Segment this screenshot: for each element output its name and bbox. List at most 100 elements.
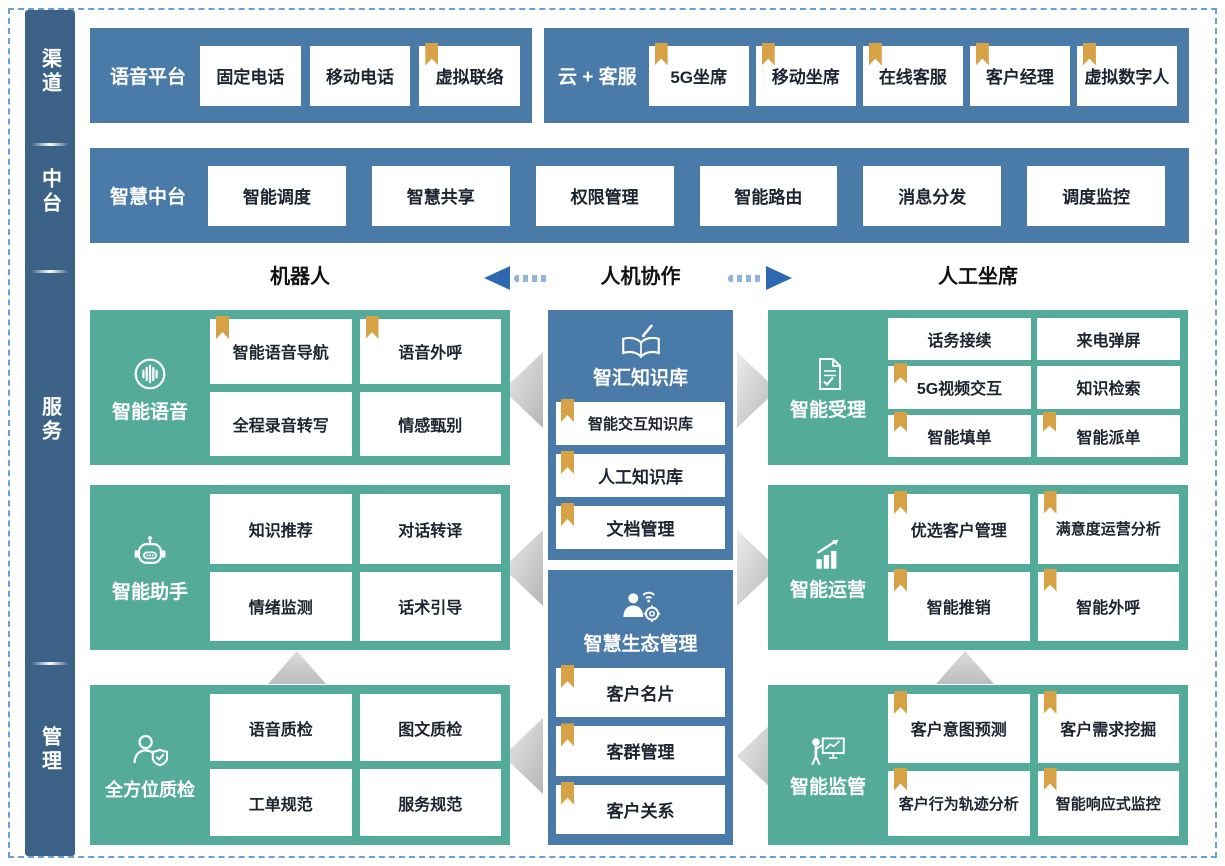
feature-label: 优选客户管理 <box>910 522 1007 540</box>
sidebar-item-middle: 中台 <box>38 168 61 216</box>
block-items: 话务接续 来电弹屏 5G视频交互 知识检索 智能填单 智能派单 <box>888 310 1188 465</box>
bookmark-icon <box>425 42 439 66</box>
feature-label: 话务接续 <box>927 333 992 351</box>
feature-label: 智能外呼 <box>1076 600 1141 618</box>
block-title: 智能语音 <box>111 401 188 423</box>
bookmark-icon <box>561 399 574 422</box>
feature-label: 智能推销 <box>926 600 991 618</box>
bookmark-icon <box>1043 691 1057 714</box>
feature-label: 5G坐席 <box>670 68 728 87</box>
arrow-dash <box>728 274 762 282</box>
flow-triangle-up-icon <box>936 651 994 684</box>
bookmark-icon <box>894 491 907 514</box>
feature-label: 智能响应式监控 <box>1055 795 1161 813</box>
bookmark-icon <box>868 42 882 66</box>
feature-box: 话务接续 <box>888 318 1031 361</box>
bookmark-icon <box>894 691 907 714</box>
feature-label: 语音外呼 <box>398 345 463 363</box>
category-sidebar: 渠道 中台 服务 管理 <box>25 10 75 856</box>
feature-box: 优选客户管理 <box>888 491 1030 564</box>
cloud-service-title: 云 + 客服 <box>558 67 637 88</box>
voice-platform-band: 语音平台 固定电话 移动电话 虚拟联络 <box>90 28 532 123</box>
feature-box: 客户关系 <box>556 781 725 834</box>
feature-box: 客户经理 <box>969 42 1070 106</box>
feature-box: 智能推销 <box>888 568 1030 641</box>
feature-label: 来电弹屏 <box>1076 333 1141 351</box>
arrow-right-group <box>728 266 792 290</box>
smart-middle-title: 智慧中台 <box>110 187 187 208</box>
feature-box: 客户意图预测 <box>888 691 1030 763</box>
feature-box: 情绪监测 <box>210 571 352 641</box>
feature-box: 客户名片 <box>556 665 725 718</box>
feature-box: 消息分发 <box>863 165 1002 226</box>
feature-label: 5G视频交互 <box>916 381 1003 399</box>
feature-box: 固定电话 <box>200 45 301 106</box>
block-smart-assistant: 智能助手 知识推荐 对话转译 情绪监测 话术引导 <box>90 485 510 650</box>
bookmark-icon <box>1082 42 1096 66</box>
feature-box: 语音外呼 <box>359 316 501 384</box>
feature-label: 智能语音导航 <box>232 345 329 363</box>
block-smart-acceptance: 智能受理 话务接续 来电弹屏 5G视频交互 知识检索 智能填单 智能派单 <box>768 310 1188 465</box>
person-monitor-icon <box>811 737 845 766</box>
feature-label: 知识推荐 <box>248 522 313 540</box>
feature-box: 知识检索 <box>1037 366 1180 409</box>
bookmark-icon <box>894 568 907 592</box>
block-smart-operation: 智能运营 优选客户管理 满意度运营分析 智能推销 智能外呼 <box>768 485 1188 650</box>
block-ecosystem-management: 智慧生态管理 客户名片 客群管理 客户关系 <box>548 570 733 845</box>
feature-box: 智能路由 <box>699 165 838 226</box>
bookmark-icon <box>975 42 989 66</box>
block-label-zone: 智能助手 <box>90 485 210 650</box>
block-title: 全方位质检 <box>105 779 195 800</box>
block-items: 知识推荐 对话转译 情绪监测 话术引导 <box>210 485 510 650</box>
feature-label: 固定电话 <box>216 68 285 87</box>
feature-box: 语音质检 <box>210 694 352 761</box>
feature-label: 智能调度 <box>242 188 311 207</box>
block-items: 智能语音导航 语音外呼 全程录音转写 情感甄别 <box>210 310 510 465</box>
chart-growth-icon <box>816 539 839 569</box>
flow-triangle-up-icon <box>268 651 326 684</box>
feature-box: 工单规范 <box>210 769 352 836</box>
robot-icon <box>134 535 166 564</box>
block-header: 智慧生态管理 <box>548 570 733 660</box>
feature-box: 话术引导 <box>359 571 501 641</box>
bookmark-icon <box>1043 767 1057 791</box>
feature-box: 客户需求挖掘 <box>1037 691 1179 763</box>
feature-label: 客户行为轨迹分析 <box>898 795 1019 813</box>
feature-box: 移动电话 <box>309 45 411 106</box>
feature-box: 智慧共享 <box>371 165 510 226</box>
feature-label: 文档管理 <box>606 520 675 539</box>
arrow-left-icon <box>484 266 510 290</box>
feature-label: 移动坐席 <box>771 68 840 87</box>
feature-label: 图文质检 <box>398 721 463 739</box>
feature-box: 人工知识库 <box>556 451 725 497</box>
feature-label: 情感甄别 <box>398 417 463 435</box>
block-quality-inspection: 全方位质检 语音质检 图文质检 工单规范 服务规范 <box>90 685 510 845</box>
feature-label: 调度监控 <box>1062 188 1131 207</box>
header-human-agent: 人工坐席 <box>938 266 1018 288</box>
arrow-dash <box>514 274 548 282</box>
feature-box: 智能外呼 <box>1037 568 1179 641</box>
feature-label: 语音质检 <box>248 721 313 739</box>
feature-box: 移动坐席 <box>755 42 856 106</box>
feature-label: 客群管理 <box>606 743 675 763</box>
feature-box: 知识推荐 <box>210 494 352 564</box>
feature-label: 移动电话 <box>326 68 394 87</box>
document-check-icon <box>819 357 841 390</box>
feature-box: 智能派单 <box>1037 411 1180 457</box>
block-title: 智能受理 <box>789 399 866 421</box>
feature-box: 全程录音转写 <box>210 391 352 456</box>
feature-box: 来电弹屏 <box>1037 318 1180 361</box>
block-smart-supervision: 智能监管 客户意图预测 客户需求挖掘 客户行为轨迹分析 智能响应式监控 <box>768 685 1188 845</box>
block-items: 语音质检 图文质检 工单规范 服务规范 <box>210 685 510 845</box>
block-header: 智汇知识库 <box>548 310 733 394</box>
sidebar-item-channel: 渠道 <box>38 48 61 96</box>
feature-label: 虚拟联络 <box>435 68 504 87</box>
block-smart-voice: 智能语音 智能语音导航 语音外呼 全程录音转写 情感甄别 <box>90 310 510 465</box>
feature-label: 知识检索 <box>1076 381 1141 399</box>
bookmark-icon <box>561 503 574 526</box>
feature-box: 满意度运营分析 <box>1037 491 1179 564</box>
header-robot: 机器人 <box>270 266 330 288</box>
block-title: 智能运营 <box>789 579 866 601</box>
block-title: 智能监管 <box>789 777 866 799</box>
